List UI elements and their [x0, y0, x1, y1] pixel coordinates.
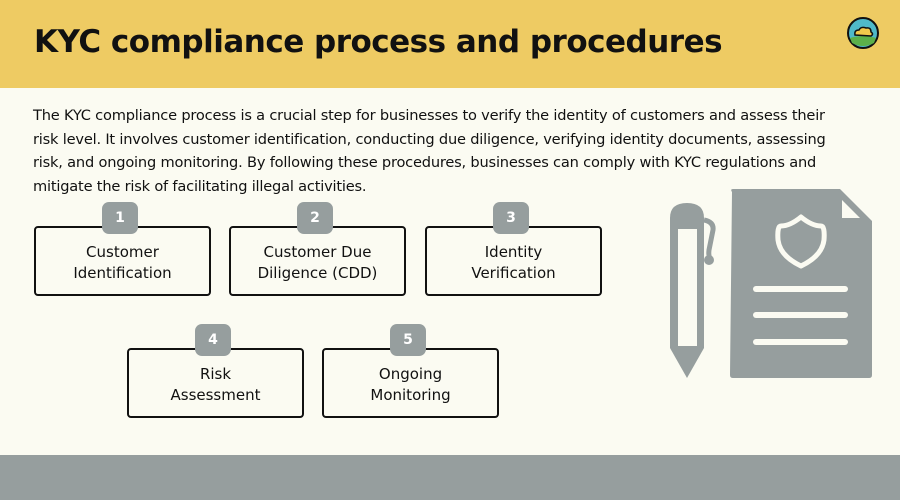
- step-number-badge: 3: [493, 202, 529, 234]
- footer-bar: [0, 455, 900, 500]
- step-label-line2: Identification: [73, 264, 172, 282]
- step-number-badge: 1: [102, 202, 138, 234]
- step-label-line2: Verification: [471, 264, 556, 282]
- pen-and-document-illustration: [670, 189, 872, 378]
- step-label-line1: Risk: [199, 365, 232, 383]
- step-label-line1: Identity: [484, 243, 543, 261]
- step-label-line2: Diligence (CDD): [257, 264, 378, 282]
- intro-paragraph: The KYC compliance process is a crucial …: [33, 107, 826, 195]
- step-label-line1: Ongoing: [378, 365, 443, 383]
- document-shield-icon: [730, 189, 872, 378]
- pen-icon: [670, 203, 716, 378]
- header-banner: KYC compliance process and procedures: [0, 0, 900, 88]
- step-number-badge: 4: [195, 324, 231, 356]
- step-label-line2: Monitoring: [370, 386, 451, 404]
- step-label-line1: Customer: [86, 243, 159, 261]
- step-number-badge: 2: [297, 202, 333, 234]
- step-number-badge: 5: [390, 324, 426, 356]
- page-title: KYC compliance process and procedures: [34, 24, 723, 60]
- step-label-line1: Customer Due: [263, 243, 372, 261]
- cloud-landscape-logo-icon: [847, 17, 879, 49]
- step-label-line2: Assessment: [170, 386, 261, 404]
